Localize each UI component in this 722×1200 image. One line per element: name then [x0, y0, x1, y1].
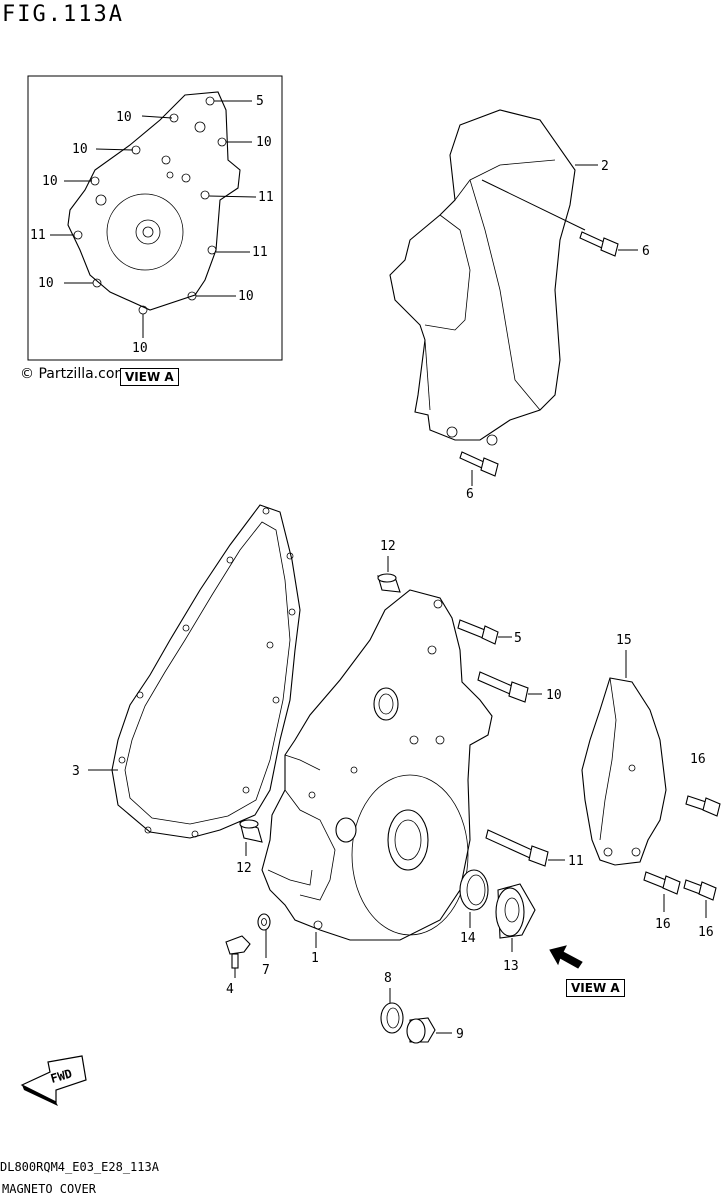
figure-code: DL800RQM4_E03_E28_113A	[0, 1160, 159, 1174]
callout-15: 15	[616, 633, 632, 648]
inset-frame	[27, 75, 283, 361]
callout-5: 5	[514, 631, 522, 646]
callout-16a: 16	[690, 752, 706, 767]
callout-16c: 16	[698, 925, 714, 940]
callout-12a: 12	[380, 539, 396, 554]
callout-2: 2	[601, 159, 609, 174]
callout-16b: 16	[655, 917, 671, 932]
inset-callout-11a: 11	[258, 190, 274, 205]
callout-6b: 6	[466, 487, 474, 502]
bolt-10	[477, 671, 542, 703]
bolt-16-right	[685, 795, 721, 817]
view-a-arrow	[549, 945, 583, 969]
dowel-12-lower	[239, 819, 263, 856]
part-14-oring	[459, 869, 489, 928]
copyright-watermark: © Partzilla.com	[20, 366, 129, 382]
inset-callout-11c: 11	[252, 245, 268, 260]
bolt-5	[457, 619, 512, 645]
inset-callout-10f: 10	[238, 289, 254, 304]
callout-10: 10	[546, 688, 562, 703]
callout-3: 3	[72, 764, 80, 779]
figure-name: MAGNETO COVER	[2, 1182, 96, 1196]
fwd-label: FWD	[49, 1066, 74, 1085]
callout-12b: 12	[236, 861, 252, 876]
bolt-6-upper	[579, 231, 638, 257]
callout-6a: 6	[642, 244, 650, 259]
callout-7: 7	[262, 963, 270, 978]
bolt-16-mid	[643, 871, 681, 912]
part-7-washer	[257, 913, 271, 958]
inset-callout-10e: 10	[38, 276, 54, 291]
inset-callout-10d: 10	[42, 174, 58, 189]
inset-callout-10a: 10	[116, 110, 132, 125]
fwd-arrow: FWD	[20, 1055, 87, 1106]
part-1-magneto-cover	[261, 589, 493, 948]
bolt-16-lower	[683, 879, 717, 918]
part-3-gasket	[88, 504, 301, 839]
main-view-tag: VIEW A	[566, 979, 625, 997]
part-13-cap	[495, 883, 536, 952]
part-8-ring	[380, 988, 404, 1034]
callout-9: 9	[456, 1027, 464, 1042]
callout-4: 4	[226, 982, 234, 997]
inset-view-a: 5 10 10 10 10 11 11 11 10 10 10	[27, 75, 283, 361]
inset-callout-5: 5	[256, 94, 264, 109]
figure-title: FIG.113A	[2, 2, 124, 27]
inset-callout-11b: 11	[30, 228, 46, 243]
part-15-plate	[581, 650, 667, 866]
callout-11: 11	[568, 854, 584, 869]
callout-13: 13	[503, 959, 519, 974]
inset-cover-outline	[67, 91, 241, 311]
callout-14: 14	[460, 931, 476, 946]
inset-callout-10b: 10	[72, 142, 88, 157]
bolt-11	[485, 829, 565, 867]
part-4-bolt	[225, 935, 251, 978]
callout-1: 1	[311, 951, 319, 966]
part-9-plug	[406, 1017, 452, 1044]
callout-8: 8	[384, 971, 392, 986]
dowel-12-upper	[377, 556, 401, 593]
part-2-guard	[389, 109, 598, 446]
inset-rotor-boss	[106, 193, 184, 271]
inset-callout-10c: 10	[256, 135, 272, 150]
inset-view-tag: VIEW A	[120, 368, 179, 386]
inset-callout-10g: 10	[132, 341, 148, 356]
bolt-6-lower	[459, 451, 499, 486]
